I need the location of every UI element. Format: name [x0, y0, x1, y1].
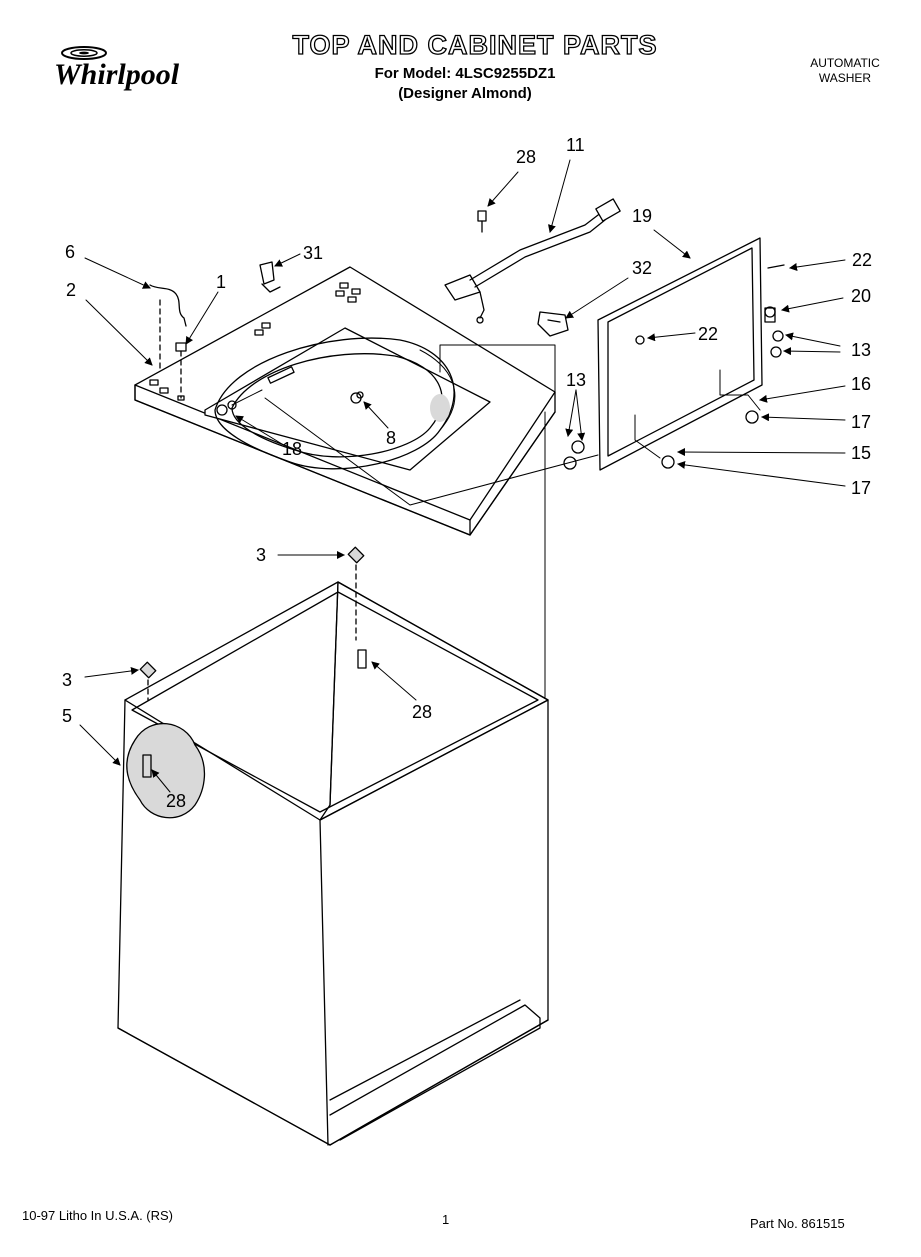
callout-5: 5: [62, 706, 72, 726]
color-line: (Designer Almond): [398, 85, 532, 102]
callout-8: 8: [386, 428, 396, 448]
part-number: Part No. 861515: [750, 1216, 845, 1231]
callout-3-top: 3: [256, 545, 266, 565]
callout-leaders: [79, 159, 846, 793]
callout-19: 19: [632, 206, 652, 226]
print-note: 10-97 Litho In U.S.A. (RS): [22, 1208, 174, 1223]
clip-parts: [149, 261, 281, 399]
callout-28-inset: 28: [166, 791, 186, 811]
callout-17-bottom: 17: [851, 478, 871, 498]
wire-harness: [444, 198, 621, 324]
callout-31: 31: [303, 243, 323, 263]
product-type: AUTOMATIC WASHER: [790, 56, 900, 86]
callout-13-left: 13: [566, 370, 586, 390]
callout-32: 32: [632, 258, 652, 278]
part-32: [537, 311, 569, 337]
callout-22-top: 22: [852, 250, 872, 270]
callout-16: 16: [851, 374, 871, 394]
lid-frame: [563, 237, 785, 471]
brand-wordmark: Whirlpool: [54, 58, 180, 91]
page-number: 1: [442, 1212, 450, 1227]
callout-17-top: 17: [851, 412, 871, 432]
whirlpool-logo: Whirlpool: [52, 44, 202, 94]
callout-1: 1: [216, 272, 226, 292]
callout-28-screw: 28: [516, 147, 536, 167]
model-subtitle: For Model: 4LSC9255DZ1 (Designer Almond): [300, 64, 630, 104]
callout-6: 6: [65, 242, 75, 262]
cabinet: [117, 546, 549, 1146]
callout-11: 11: [566, 135, 585, 155]
logo-swirl-icon: Whirlpool: [54, 46, 180, 91]
callout-3-left: 3: [62, 670, 72, 690]
product-line-1: AUTOMATIC: [810, 56, 880, 70]
callout-13-right: 13: [851, 340, 871, 360]
model-line: For Model: 4LSC9255DZ1: [374, 65, 556, 82]
callout-28-cabinet: 28: [412, 702, 432, 722]
callout-2: 2: [66, 280, 76, 300]
callout-22-lid: 22: [698, 324, 718, 344]
callout-20: 20: [851, 286, 871, 306]
callout-labels: 28 11 19 22 6 31 1 32 20 2 22 13 13 16 8…: [62, 135, 872, 811]
callout-18: 18: [282, 439, 302, 459]
washer-top: [134, 266, 556, 536]
page-title: TOP AND CABINET PARTS: [292, 29, 658, 60]
callout-15: 15: [851, 443, 871, 463]
product-line-2: WASHER: [818, 71, 872, 85]
